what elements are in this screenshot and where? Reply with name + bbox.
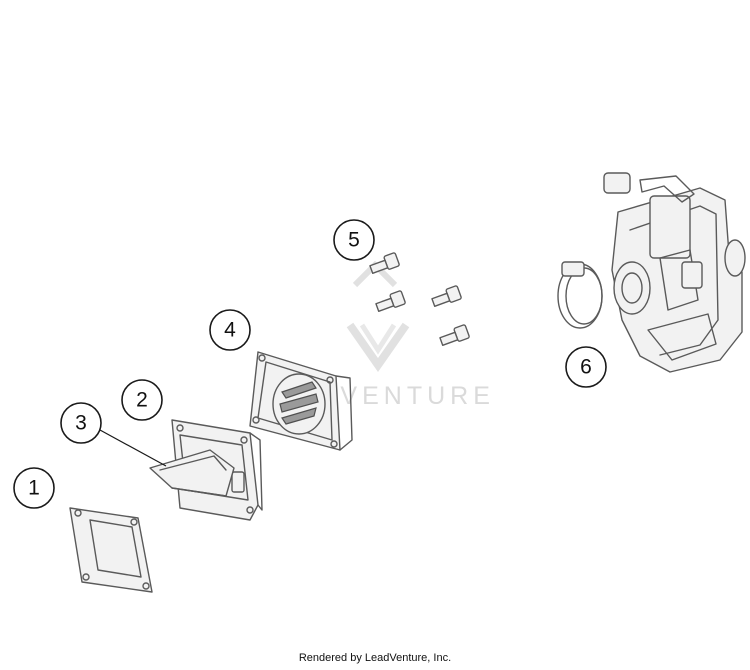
callout-3-label: 3 [75, 412, 87, 435]
part-6-hose-clamp [557, 261, 603, 329]
callout-5-label: 5 [348, 229, 360, 252]
bolt [439, 324, 470, 346]
part-4-intake-flange [249, 351, 353, 451]
rendered-by-footer: Rendered by LeadVenture, Inc. [298, 652, 452, 664]
callout-3: 3 [60, 402, 102, 444]
parts-diagram: LEADVENTURE [13, 172, 746, 593]
callout-6: 6 [565, 346, 607, 388]
bolt [369, 252, 400, 274]
callout-5: 5 [333, 219, 375, 261]
callout-4-label: 4 [224, 319, 236, 342]
callout-4: 4 [209, 309, 251, 351]
carburetor [603, 172, 746, 373]
part-1-gasket [69, 507, 153, 593]
watermark-logo-icon [346, 260, 410, 372]
bolt [431, 285, 462, 307]
callout-6-label: 6 [580, 356, 592, 379]
callout-2: 2 [121, 379, 163, 421]
part-3-reed-petals [149, 449, 235, 497]
part-5-bolts [369, 252, 470, 346]
callout-3-leader [99, 429, 167, 467]
callout-1: 1 [13, 467, 55, 509]
callout-1-label: 1 [28, 477, 40, 500]
bolt [375, 290, 406, 312]
callout-2-label: 2 [136, 389, 148, 412]
